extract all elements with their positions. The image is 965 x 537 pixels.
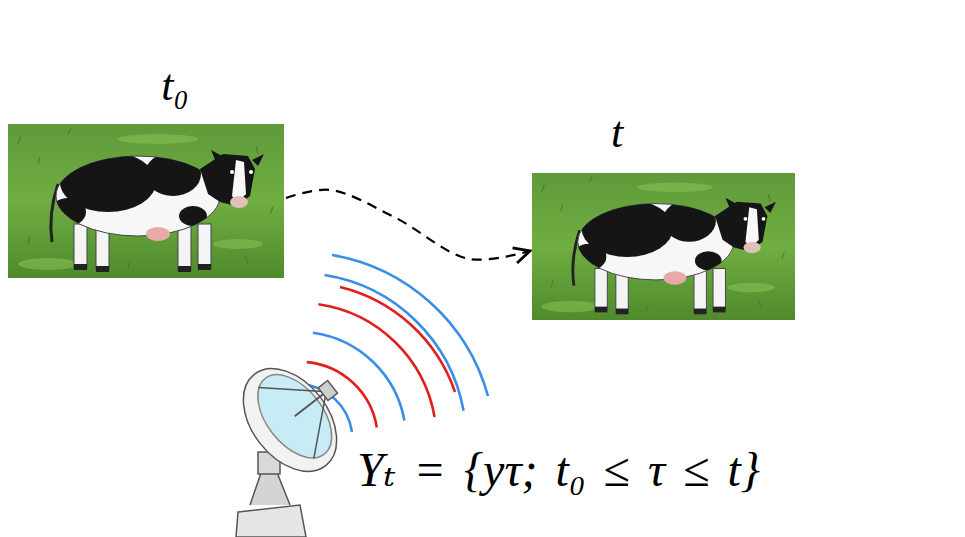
satellite-dish — [224, 341, 368, 537]
time-label: t₀ — [161, 64, 189, 108]
observation-equation: Yₜ = {yτ; t₀ ≤ τ ≤ t} — [357, 444, 760, 497]
radio-waves — [301, 255, 489, 432]
cow-photo — [8, 124, 284, 278]
image-frame: t₀ — [8, 124, 284, 278]
cow-photo — [532, 173, 795, 320]
time-label: t — [611, 111, 623, 155]
image-frame: t — [532, 173, 795, 320]
dashed-arrow — [286, 190, 530, 260]
